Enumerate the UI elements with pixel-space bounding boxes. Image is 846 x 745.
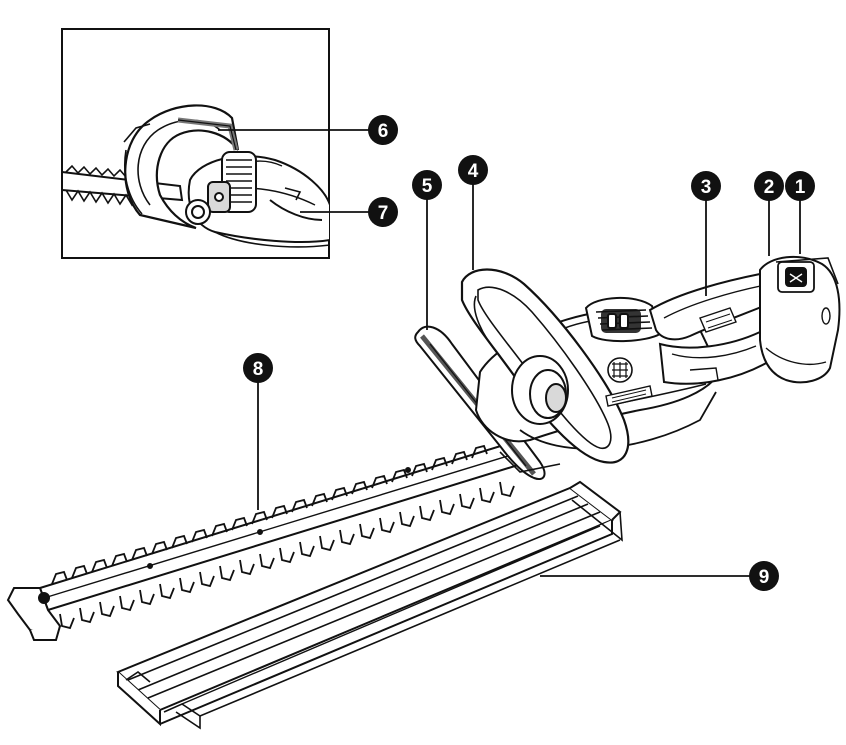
callout-2: 2 [754, 171, 784, 201]
callout-5-label: 5 [422, 176, 433, 197]
callout-2-label: 2 [764, 177, 775, 198]
callout-9-label: 9 [759, 567, 770, 588]
callout-1: 1 [785, 171, 815, 201]
hedge-trimmer-illustration [460, 268, 780, 473]
callout-9: 9 [749, 561, 779, 591]
inset-d-handle [123, 104, 240, 230]
callout-8-label: 8 [253, 359, 264, 380]
inset-detail [61, 28, 330, 259]
switch-block [584, 296, 662, 343]
brand-emblem-icon [607, 357, 633, 383]
battery-gauge-icon [785, 267, 807, 287]
callout-4: 4 [458, 155, 488, 185]
callout-badges: 1 2 3 4 5 6 7 8 [243, 115, 815, 591]
callout-5: 5 [412, 170, 442, 200]
callout-4-label: 4 [468, 161, 479, 182]
callout-3: 3 [691, 171, 721, 201]
battery-pack-illustration [759, 255, 841, 384]
callout-6-label: 6 [378, 121, 389, 142]
callout-7-label: 7 [378, 203, 389, 224]
grip-switch-detail [207, 151, 257, 213]
callout-3-label: 3 [701, 177, 712, 198]
callout-6: 6 [368, 115, 398, 145]
callout-7: 7 [368, 197, 398, 227]
rear-handle-inset-illustration [62, 104, 329, 248]
blade-guard-illustration [116, 480, 623, 730]
callout-8: 8 [243, 353, 273, 383]
callout-1-label: 1 [795, 177, 806, 198]
